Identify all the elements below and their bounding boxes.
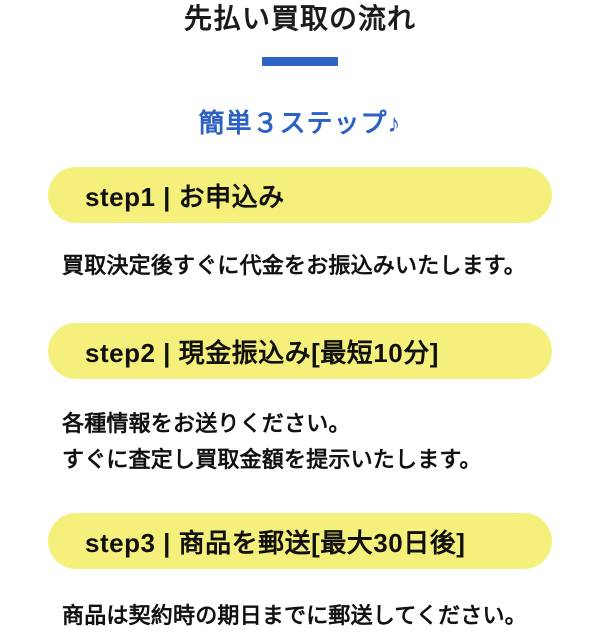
step-1-heading: step1 | お申込み xyxy=(48,167,552,223)
subtitle: 簡単３ステップ♪ xyxy=(198,108,402,138)
step-1: step1 | お申込み 買取決定後すぐに代金をお振込みいたします。 xyxy=(0,167,600,284)
step-3-description: 商品は契約時の期日までに郵送してください。 xyxy=(62,603,527,628)
step-2-heading: step2 | 現金振込み[最短10分] xyxy=(48,323,552,379)
step-3: step3 | 商品を郵送[最大30日後] 商品は契約時の期日までに郵送してくだ… xyxy=(0,513,600,634)
title-divider xyxy=(262,57,338,66)
step-2-description-line-2: すぐに査定し買取金額を提示いたします。 xyxy=(62,447,482,472)
step-3-heading: step3 | 商品を郵送[最大30日後] xyxy=(48,513,552,569)
step-2-description: 各種情報をお送りください。 すぐに査定し買取金額を提示いたします。 xyxy=(62,406,560,478)
step-2-description-line-1: 各種情報をお送りください。 xyxy=(62,411,351,436)
step-1-description: 買取決定後すぐに代金をお振込みいたします。 xyxy=(62,253,527,278)
page-title: 先払い買取の流れ xyxy=(183,3,416,34)
step-2: step2 | 現金振込み[最短10分] 各種情報をお送りください。 すぐに査定… xyxy=(0,323,600,478)
